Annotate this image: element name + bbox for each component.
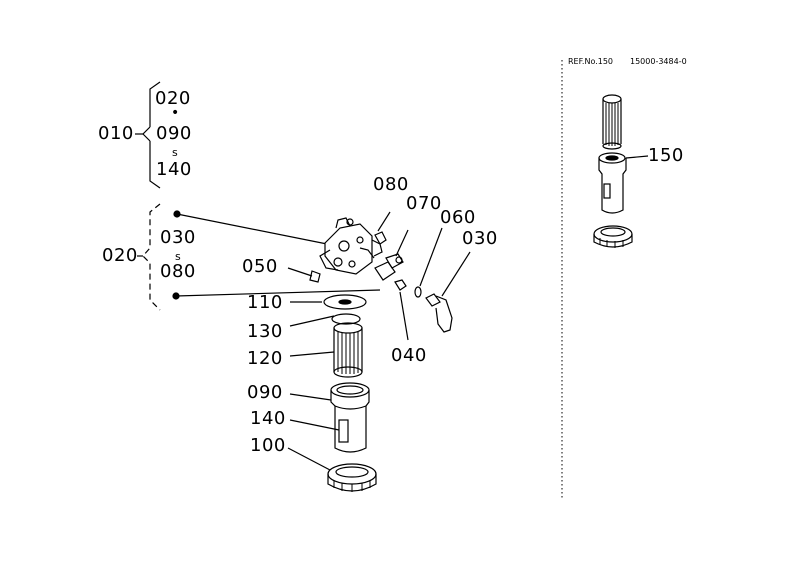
bracket-010 — [135, 81, 161, 189]
group-010-range-mid: 090 — [156, 123, 192, 144]
part-110-drawing — [290, 294, 367, 310]
group-010-range-end: 140 — [156, 159, 192, 180]
group-020-range-start: 030 — [160, 227, 196, 248]
group-010-range-tilde: s — [172, 146, 179, 159]
group-020-range-end: 080 — [160, 261, 196, 282]
callout-090: 090 — [247, 382, 283, 403]
part-120-drawing — [289, 322, 363, 378]
part-050-drawing — [287, 267, 321, 283]
group-020-label: 020 — [102, 245, 138, 266]
part-070-drawing — [385, 229, 409, 269]
callout-070: 070 — [406, 193, 442, 214]
callout-080: 080 — [373, 174, 409, 195]
filter-head-drawing — [319, 217, 383, 275]
part-060-drawing — [414, 227, 443, 298]
part-080-drawing — [374, 211, 391, 245]
callout-050: 050 — [242, 256, 278, 277]
part-090-drawing — [289, 382, 370, 453]
ref-part-number: 15000-3484-0 — [630, 57, 687, 66]
callout-030: 030 — [462, 228, 498, 249]
part-150-drawing — [593, 94, 649, 248]
callout-110: 110 — [247, 292, 283, 313]
group-020-range-tilde: s — [175, 250, 182, 263]
group-010-range-start: 020 — [155, 88, 191, 109]
callout-140: 140 — [250, 408, 286, 429]
callout-040: 040 — [391, 345, 427, 366]
callout-100: 100 — [250, 435, 286, 456]
part-030-drawing — [425, 251, 471, 333]
group-010-range-sep: • — [171, 105, 180, 121]
ref-number-label: REF.No.150 — [568, 57, 614, 66]
callout-130: 130 — [247, 321, 283, 342]
callout-120: 120 — [247, 348, 283, 369]
group-010-label: 010 — [98, 123, 134, 144]
part-040-drawing — [374, 261, 409, 341]
part-130-drawing — [289, 313, 361, 327]
bracket-020 — [142, 203, 161, 311]
callout-060: 060 — [440, 207, 476, 228]
callout-150: 150 — [648, 145, 684, 166]
part-100-drawing — [287, 447, 377, 492]
